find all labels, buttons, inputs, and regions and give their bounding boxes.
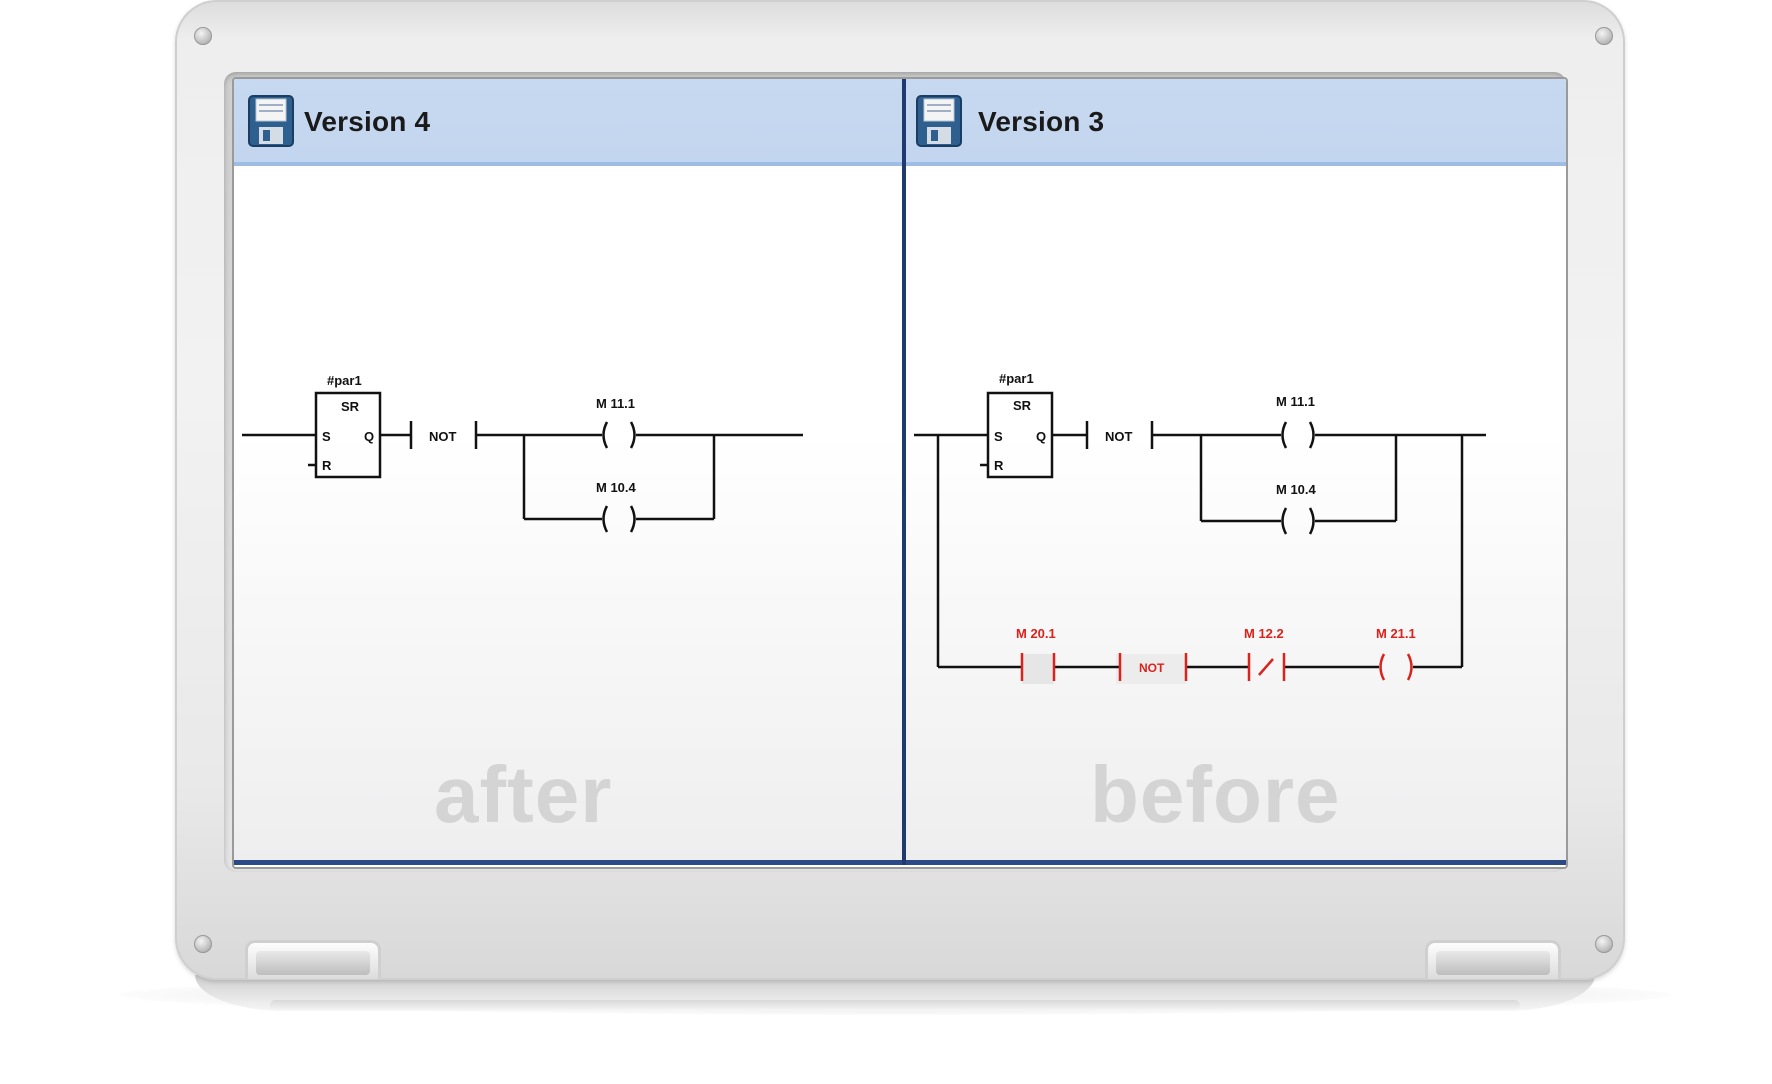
ladder-diagram-after: #par1 SR S R Q NOT M 11.1 M 10.4 <box>242 373 803 533</box>
coil-label: M 10.4 <box>1276 482 1317 497</box>
watermark-label: before <box>1090 750 1341 839</box>
changed-branch <box>1020 653 1413 681</box>
coil-label: M 11.1 <box>1276 394 1315 409</box>
compare-window: Version 4 <box>232 77 1568 869</box>
ladder-diagram-before: #par1 SR S R Q NOT M 11.1 M 10.4 M 20.1 … <box>914 371 1486 684</box>
pane-version-after: Version 4 <box>234 79 904 865</box>
pane-title: Version 3 <box>978 106 1105 137</box>
screw-icon <box>1595 935 1613 953</box>
floppy-disk-save-icon[interactable] <box>916 95 962 147</box>
block-type-label: SR <box>341 399 360 414</box>
screw-icon <box>1595 27 1613 45</box>
pane-title: Version 4 <box>304 106 431 137</box>
pane-header-right: Version 3 <box>906 79 1566 166</box>
coil-label: M 11.1 <box>596 396 635 411</box>
contact-label: M 12.2 <box>1244 626 1284 641</box>
pin-q-label: Q <box>364 429 374 444</box>
watermark-label: after <box>434 750 613 839</box>
pin-s-label: S <box>994 429 1003 444</box>
hinge-left <box>245 940 381 979</box>
laptop-base-strip <box>270 1000 1520 1010</box>
floppy-disk-save-icon[interactable] <box>248 95 294 147</box>
hinge-right <box>1425 940 1561 979</box>
not-contact-label: NOT <box>429 429 457 444</box>
screw-icon <box>194 935 212 953</box>
pin-r-label: R <box>322 458 332 473</box>
pin-r-label: R <box>994 458 1004 473</box>
pane-version-before: Version 3 <box>904 79 1566 865</box>
pane-header-left: Version 4 <box>234 79 902 166</box>
pin-s-label: S <box>322 429 331 444</box>
coil-label: M 10.4 <box>596 480 637 495</box>
not-contact-label: NOT <box>1105 429 1133 444</box>
contact-label: M 20.1 <box>1016 626 1056 641</box>
block-instance-label: #par1 <box>999 371 1034 386</box>
pin-q-label: Q <box>1036 429 1046 444</box>
screw-icon <box>194 27 212 45</box>
coil-label: M 21.1 <box>1376 626 1416 641</box>
block-type-label: SR <box>1013 398 1032 413</box>
block-instance-label: #par1 <box>327 373 362 388</box>
not-contact-label: NOT <box>1139 661 1165 675</box>
